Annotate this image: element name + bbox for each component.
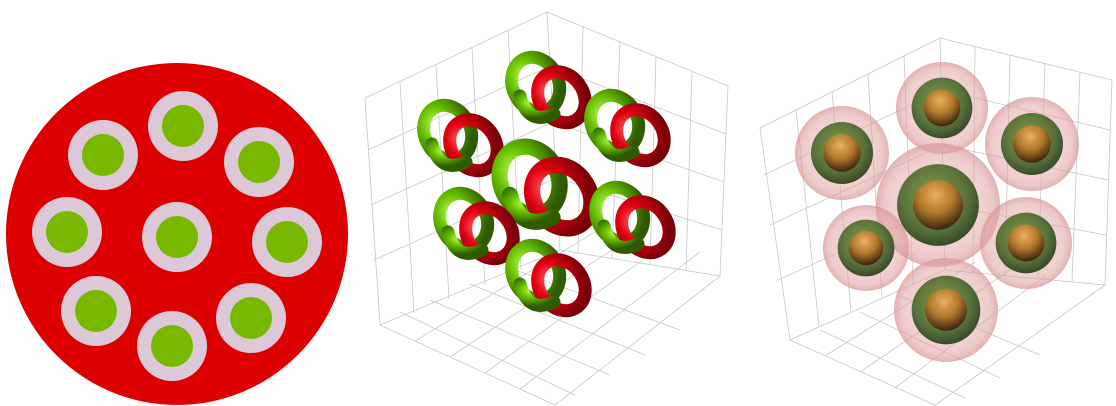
torus-pair (505, 50, 592, 130)
torus-pair (589, 180, 676, 260)
core-sphere (848, 230, 884, 266)
core-sphere (925, 289, 967, 331)
red-torus (459, 201, 520, 266)
core-shell-sphere (896, 62, 988, 154)
torus-pair (491, 138, 600, 237)
torus-pair (505, 238, 592, 318)
core-sphere (913, 180, 963, 230)
green-torus-front-arc (597, 219, 645, 254)
panel-core-shell-spheres (759, 37, 1113, 406)
green-torus-front-arc (501, 186, 561, 230)
inclusion (61, 276, 131, 346)
torus-pair-group (417, 50, 676, 318)
core-shell-sphere-group (795, 62, 1079, 362)
green-torus-front-arc (592, 127, 640, 162)
red-torus (610, 103, 671, 168)
red-torus (443, 113, 504, 178)
inclusion-core (151, 325, 193, 367)
inclusion (142, 202, 212, 272)
inclusion (148, 91, 218, 161)
inclusion (252, 207, 322, 277)
inclusion (224, 127, 294, 197)
core-sphere (823, 134, 861, 172)
torus-pair (584, 88, 671, 168)
torus-pair (417, 98, 504, 178)
inclusion-core (230, 297, 272, 339)
green-torus-front-arc (513, 89, 561, 124)
green-torus-front-arc (425, 137, 473, 172)
panel-cross-section (6, 63, 348, 405)
inclusion-core (238, 141, 280, 183)
inclusion-core (266, 221, 308, 263)
green-torus-front-arc (513, 277, 561, 312)
core-shell-sphere (823, 205, 909, 291)
inclusion-core (75, 290, 117, 332)
core-sphere (1007, 224, 1045, 262)
green-torus-front-arc (441, 225, 489, 260)
panel-linked-tori (364, 11, 729, 406)
core-shell-sphere (795, 106, 889, 200)
inclusion (137, 311, 207, 381)
torus-pair (433, 186, 520, 266)
red-torus (615, 195, 676, 260)
inclusion-core (162, 105, 204, 147)
red-torus (531, 65, 592, 130)
inclusion (32, 197, 102, 267)
inclusion-core (46, 211, 88, 253)
core-sphere (1013, 125, 1051, 163)
inclusion-core (156, 216, 198, 258)
core-shell-sphere (985, 97, 1079, 191)
inclusion-core (82, 134, 124, 176)
red-torus (523, 156, 600, 237)
core-sphere (923, 89, 961, 127)
inclusion-group (32, 91, 322, 381)
core-shell-sphere (894, 258, 998, 362)
core-shell-sphere (980, 197, 1072, 289)
inclusion (216, 283, 286, 353)
red-torus (531, 253, 592, 318)
inclusion (68, 120, 138, 190)
